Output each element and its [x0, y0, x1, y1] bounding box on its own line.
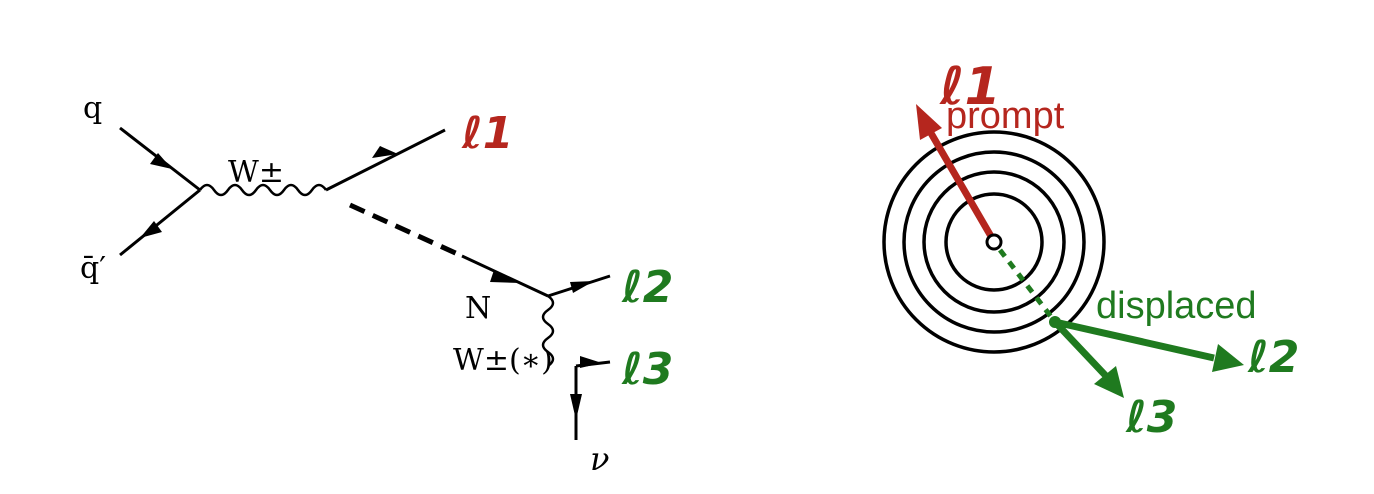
neutrino-arrow	[570, 394, 582, 420]
label-l1: ℓ1	[461, 108, 513, 159]
lepton-l1-line	[325, 128, 446, 192]
label-q: q	[83, 91, 102, 126]
antiquark-arrow	[140, 221, 162, 238]
label-w: W±	[228, 155, 284, 190]
detector-view: ℓ1 prompt displaced ℓ2 ℓ3	[882, 57, 1299, 443]
displaced-l3-track	[1052, 319, 1109, 379]
label-nu: ν	[590, 440, 609, 478]
detector-layer-2	[922, 170, 1066, 314]
lepton-l1-arrow	[372, 146, 398, 158]
heavy-neutrino-line	[348, 202, 464, 259]
displaced-l2-track	[1054, 318, 1215, 362]
primary-vertex	[985, 233, 1003, 251]
antiquark-line	[119, 188, 201, 257]
displaced-l2-arrow	[1212, 344, 1244, 372]
quark-q-arrow	[150, 153, 172, 169]
label-w-star: W±(∗)	[453, 343, 553, 378]
det-label-displaced: displaced	[1096, 285, 1257, 327]
w-star-propagator	[541, 294, 555, 368]
w-boson-propagator	[198, 183, 328, 197]
lepton-l2-arrow	[570, 281, 594, 293]
det-label-l2: ℓ2	[1247, 332, 1299, 383]
detector-layer-3	[902, 150, 1086, 334]
detector-layer-4	[882, 130, 1106, 354]
det-label-l3: ℓ3	[1125, 392, 1177, 443]
detector-layer-1	[944, 192, 1044, 292]
label-n: N	[465, 291, 491, 326]
prompt-track	[924, 126, 996, 240]
prompt-track-arrow	[916, 104, 942, 140]
det-label-l1: ℓ1	[939, 57, 1001, 117]
label-qbar-prime: q̄′	[80, 251, 106, 286]
heavy-neutrino-arrow	[490, 270, 520, 283]
displaced-flight-path	[998, 248, 1054, 320]
feynman-diagram: q q̄′ W± N W±(∗) ν ℓ1 ℓ2 ℓ3	[80, 91, 673, 478]
displaced-l3-arrow	[1094, 366, 1124, 398]
lepton-l3-arrow	[580, 356, 602, 368]
label-l2: ℓ2	[621, 262, 673, 313]
det-label-prompt: prompt	[946, 95, 1065, 137]
label-l3: ℓ3	[621, 344, 673, 395]
